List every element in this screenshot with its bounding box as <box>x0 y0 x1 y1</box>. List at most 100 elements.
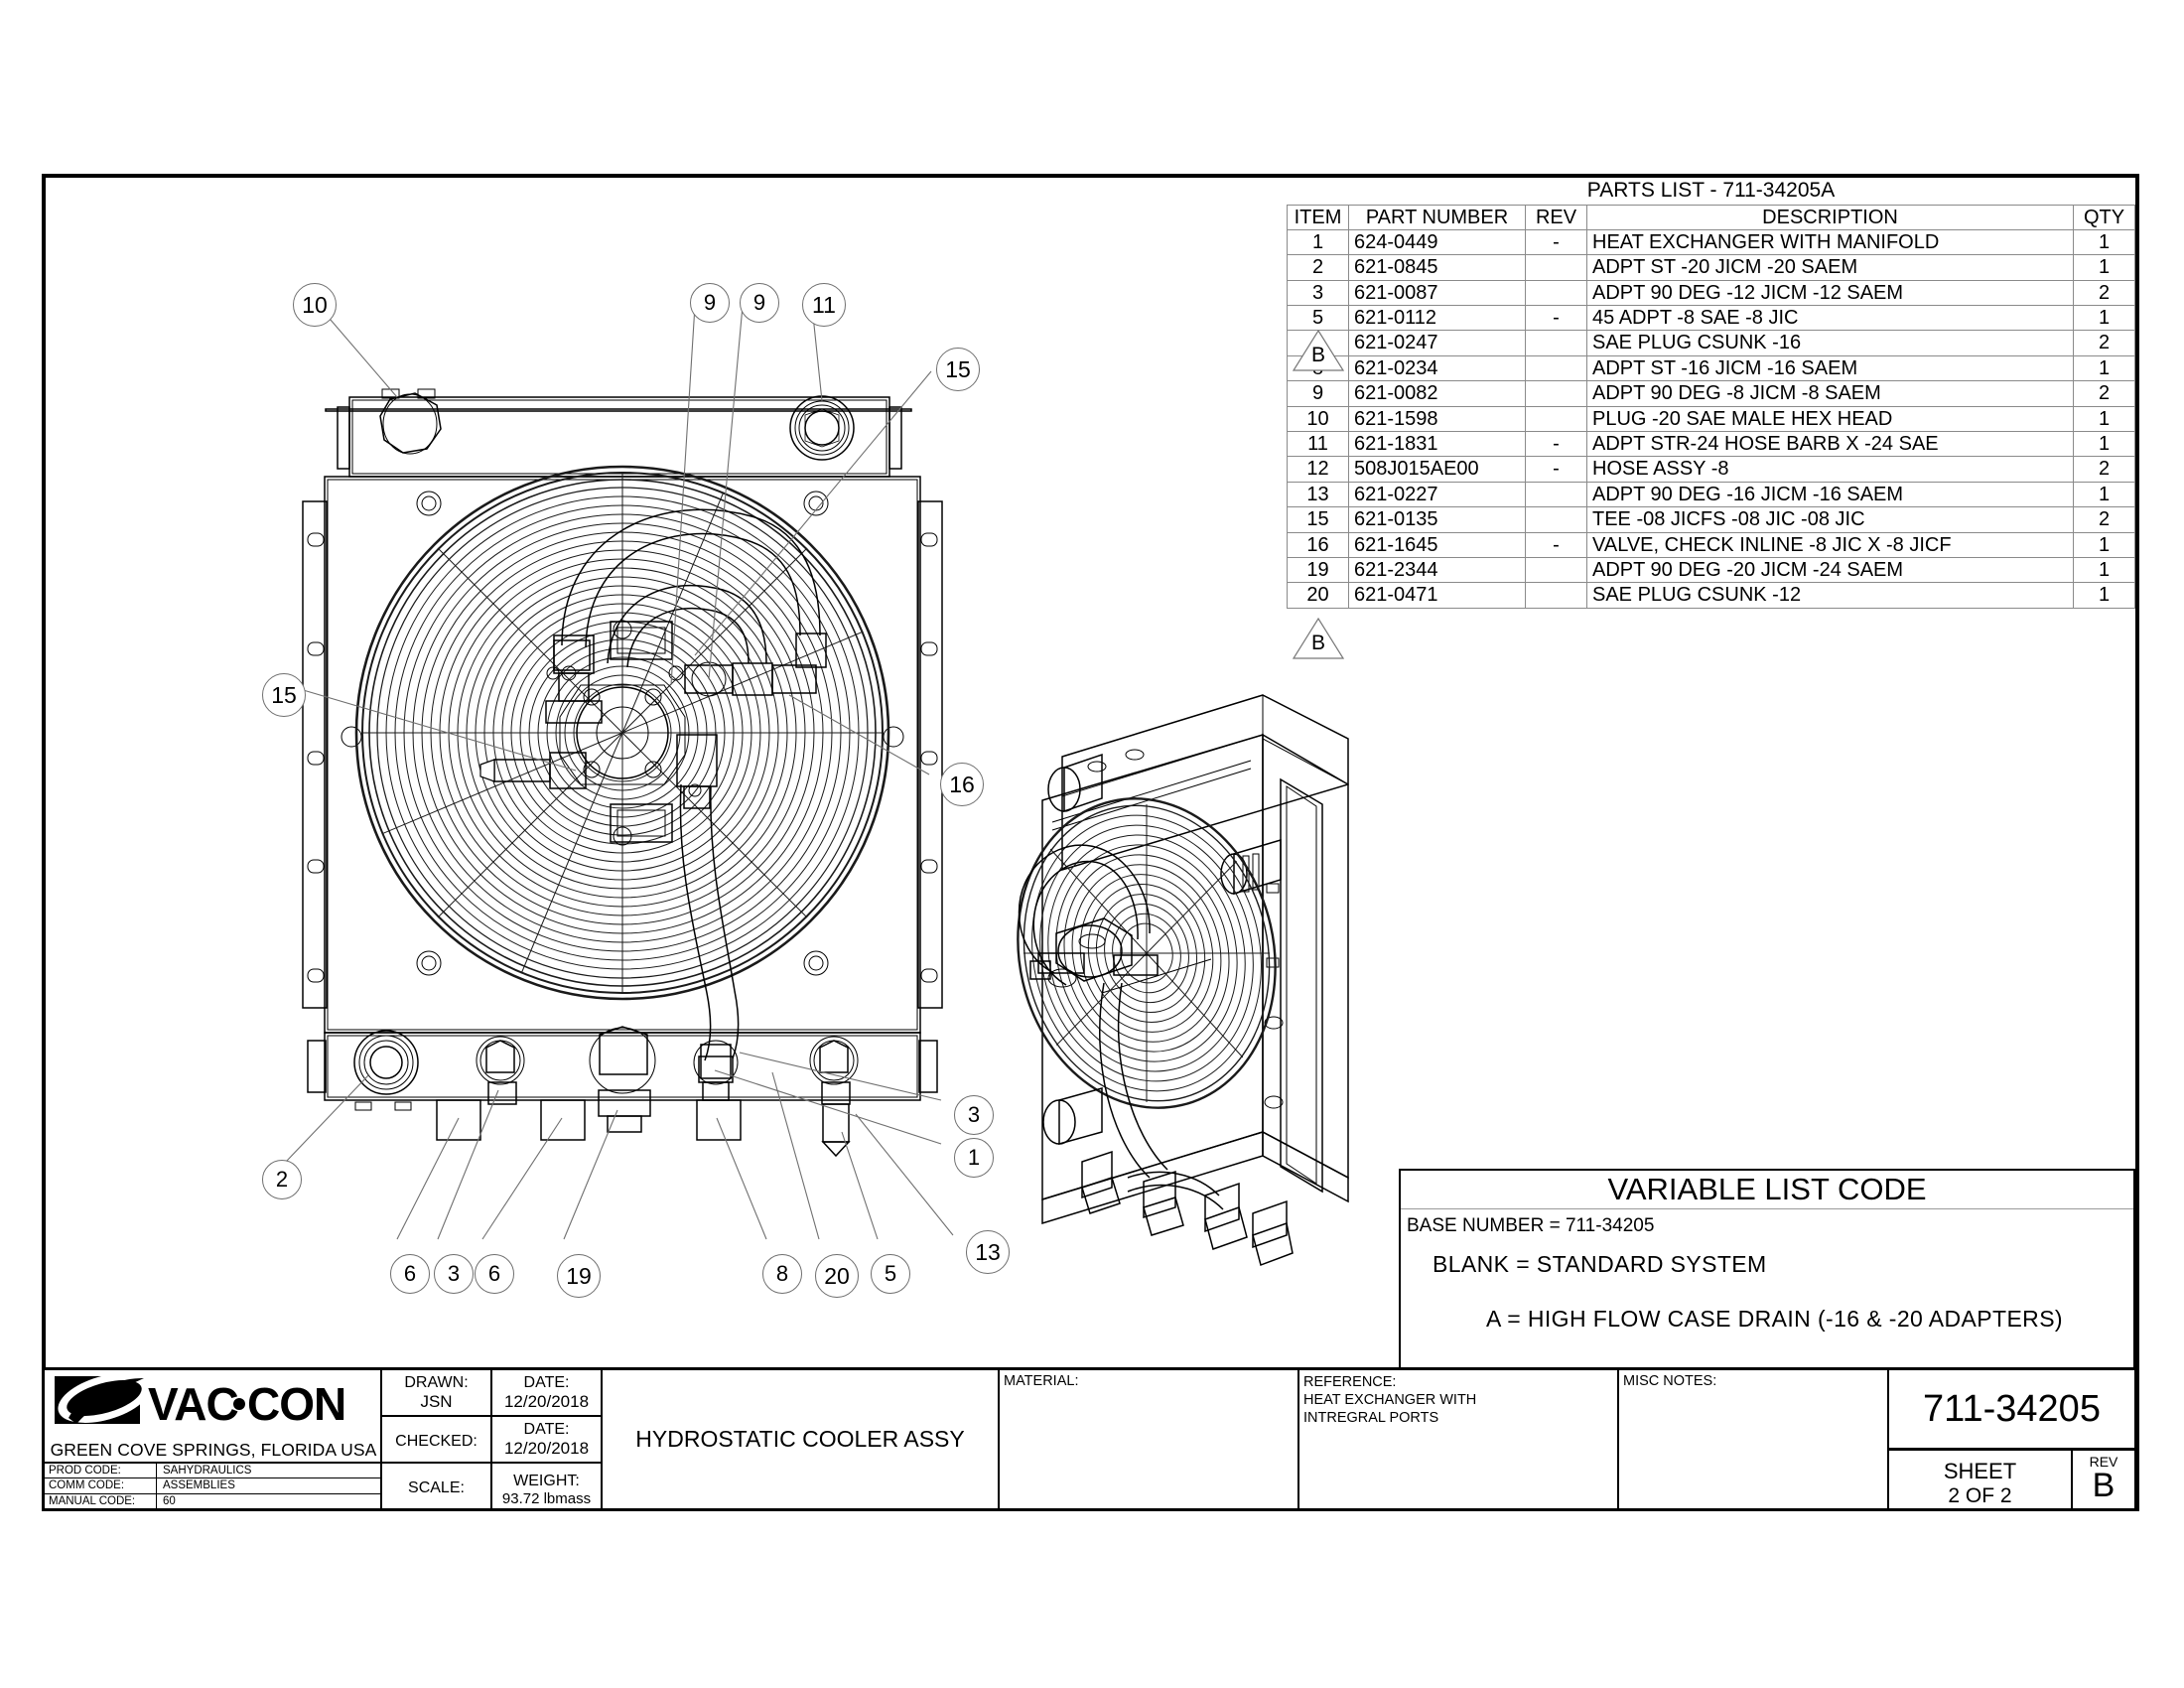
weight-value: 93.72 lbmass <box>501 1490 592 1507</box>
scale-field: SCALE: <box>382 1464 492 1508</box>
comm-code-label: COMM CODE: <box>45 1478 157 1493</box>
cell-item: 19 <box>1287 556 1349 584</box>
cell-qty: 2 <box>2073 456 2135 483</box>
cell-rev <box>1525 279 1587 307</box>
comm-code-row: COMM CODE: ASSEMBLIES <box>45 1478 380 1494</box>
drawing-title: HYDROSTATIC COOLER ASSY <box>635 1426 965 1452</box>
variable-list-code-box: VARIABLE LIST CODE BASE NUMBER = 711-342… <box>1399 1169 2135 1367</box>
cell-item: 13 <box>1287 481 1349 508</box>
balloon-callout: 15 <box>936 348 980 391</box>
isometric-view <box>1017 694 1349 1266</box>
parts-list-header-row: ITEM PART NUMBER REV DESCRIPTION QTY <box>1287 204 2135 230</box>
mount-slots-right <box>920 532 938 983</box>
balloon-callout: 6 <box>390 1254 430 1294</box>
balloon-callout: 11 <box>802 283 846 327</box>
cell-item: 11 <box>1287 431 1349 458</box>
revision-triangle-letter: B <box>1310 632 1325 654</box>
misc-notes-label: MISC NOTES: <box>1623 1373 1717 1389</box>
cell-part-number: 508J015AE00 <box>1348 456 1526 483</box>
cell-part-number: 621-0247 <box>1348 330 1526 356</box>
drawn-by-field: DRAWN: JSN <box>382 1370 492 1415</box>
manual-code-label: MANUAL CODE: <box>45 1493 157 1508</box>
checked-label: CHECKED: <box>395 1433 478 1450</box>
cell-rev: - <box>1525 305 1587 332</box>
cell-rev <box>1525 405 1587 433</box>
cell-description: ADPT 90 DEG -8 JICM -8 SAEM <box>1586 380 2074 407</box>
drawn-checked-scale-cell: DRAWN: JSN DATE: 12/20/2018 CHECKED: DAT… <box>382 1370 603 1508</box>
cell-item: 1 <box>1287 228 1349 256</box>
cell-part-number: 621-1831 <box>1348 431 1526 458</box>
balloon-callout: 5 <box>871 1254 910 1294</box>
scale-label: SCALE: <box>408 1479 465 1496</box>
cell-rev <box>1525 354 1587 382</box>
balloon-callout: 9 <box>740 283 779 323</box>
reference-value: HEAT EXCHANGER WITH INTREGRAL PORTS <box>1303 1392 1477 1427</box>
cell-description: ADPT ST -20 JICM -20 SAEM <box>1586 254 2074 281</box>
balloon-callout: 19 <box>557 1254 601 1298</box>
cell-rev: - <box>1525 456 1587 483</box>
misc-notes-cell: MISC NOTES: <box>1619 1370 1889 1508</box>
cell-qty: 1 <box>2073 431 2135 458</box>
cell-description: ADPT 90 DEG -20 JICM -24 SAEM <box>1586 556 2074 584</box>
cell-description: VALVE, CHECK INLINE -8 JIC X -8 JICF <box>1586 531 2074 558</box>
checked-date-label: DATE: <box>523 1421 570 1438</box>
cell-rev: - <box>1525 431 1587 458</box>
balloon-callout: 20 <box>815 1254 859 1298</box>
variable-list-base-number: BASE NUMBER = 711-34205 <box>1407 1215 1655 1236</box>
checked-by-field: CHECKED: <box>382 1417 492 1462</box>
variable-list-code-title: VARIABLE LIST CODE <box>1401 1171 2133 1209</box>
drawn-date-value: 12/20/2018 <box>503 1392 590 1411</box>
cell-qty: 1 <box>2073 228 2135 256</box>
sheet-value: 2 OF 2 <box>1948 1484 2012 1507</box>
balloon-callout: 13 <box>966 1230 1010 1274</box>
revision-triangle-letter: B <box>1310 344 1325 366</box>
balloon-callout: 3 <box>434 1254 474 1294</box>
cell-description: HEAT EXCHANGER WITH MANIFOLD <box>1586 228 2074 256</box>
material-label: MATERIAL: <box>1004 1373 1079 1389</box>
revision-triangle-item20: B <box>1291 616 1346 661</box>
col-header-part-number: PART NUMBER <box>1348 204 1526 230</box>
drawn-date-label: DATE: <box>523 1374 570 1391</box>
cell-description: PLUG -20 SAE MALE HEX HEAD <box>1586 405 2074 433</box>
drawing-number-cell: 711-34205 SHEET 2 OF 2 REV B <box>1889 1370 2136 1508</box>
comm-code-value: ASSEMBLIES <box>163 1479 235 1492</box>
variable-list-blank-line: BLANK = STANDARD SYSTEM <box>1433 1251 1767 1277</box>
parts-list-table: PARTS LIST - 711-34205A ITEM PART NUMBER… <box>1287 178 2135 609</box>
cell-qty: 1 <box>2073 556 2135 584</box>
cell-qty: 1 <box>2073 481 2135 508</box>
cell-item: 3 <box>1287 279 1349 307</box>
fan-guard-spokes <box>361 472 884 994</box>
cell-part-number: 621-0135 <box>1348 506 1526 533</box>
cell-rev: - <box>1525 531 1587 558</box>
drawn-label: DRAWN: <box>404 1374 469 1391</box>
revision-cell: REV B <box>2073 1451 2134 1508</box>
balloon-callout: 6 <box>475 1254 514 1294</box>
checked-date-value: 12/20/2018 <box>503 1439 590 1458</box>
iso-bottom-fittings <box>1042 1087 1294 1266</box>
cell-part-number: 621-1645 <box>1348 531 1526 558</box>
balloon-callout: 15 <box>262 673 306 717</box>
prod-code-row: PROD CODE: SAHYDRAULICS <box>45 1464 380 1479</box>
revision-label: REV <box>2089 1454 2118 1470</box>
cell-rev <box>1525 556 1587 584</box>
cell-qty: 1 <box>2073 531 2135 558</box>
material-cell: MATERIAL: <box>1000 1370 1299 1508</box>
company-logo-cell: VAC CON GREEN COVE SPRINGS, FLORIDA USA … <box>45 1370 382 1508</box>
weight-field: WEIGHT: 93.72 lbmass <box>492 1464 601 1508</box>
cell-qty: 1 <box>2073 405 2135 433</box>
cell-rev <box>1525 582 1587 609</box>
svg-text:VAC: VAC <box>148 1378 238 1430</box>
cell-description: TEE -08 JICFS -08 JIC -08 JIC <box>1586 506 2074 533</box>
leader-lines <box>285 297 954 1240</box>
hydraulic-hoses <box>553 508 827 1101</box>
